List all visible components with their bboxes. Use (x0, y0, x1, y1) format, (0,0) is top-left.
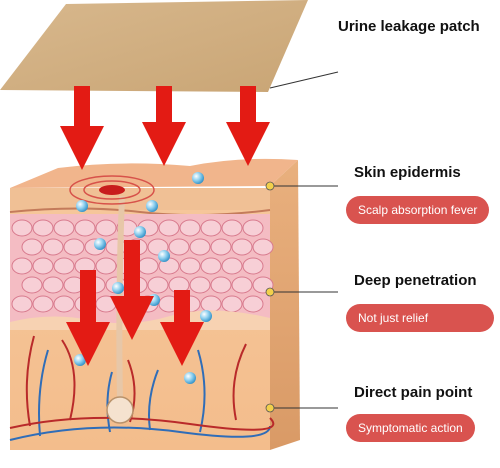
arrow-down (226, 86, 270, 166)
dermis-cell (32, 257, 54, 275)
dermis-cell (147, 276, 169, 294)
arrow-down (66, 270, 110, 366)
dermis-cell (32, 295, 54, 313)
dermis-cell (137, 257, 159, 275)
bubble (146, 200, 158, 212)
arrow-down (60, 86, 104, 170)
dermis-cell (231, 276, 253, 294)
patch (0, 0, 308, 92)
dermis-cell (53, 295, 75, 313)
arrow-down (142, 86, 186, 166)
dermis-cell (231, 238, 253, 256)
dermis-cell (11, 219, 33, 237)
skin-side-face (270, 160, 300, 450)
bubble (192, 172, 204, 184)
dermis-cell (221, 257, 243, 275)
label-urine-leakage-patch: Urine leakage patch (338, 18, 480, 35)
leader-dot (265, 287, 275, 297)
dermis-cell (168, 238, 190, 256)
dermis-cell (95, 257, 117, 275)
tag-symptomatic-action: Symptomatic action (346, 414, 475, 442)
arteries (9, 335, 275, 431)
dermis-cell (221, 219, 243, 237)
absorption-bubbles (74, 172, 212, 384)
leader-dot (265, 403, 275, 413)
dermis-cell (200, 219, 222, 237)
epidermis-band (10, 188, 270, 210)
dermis-cell (242, 219, 264, 237)
arrow-down (160, 290, 204, 366)
veins (9, 349, 271, 441)
dermis-cell (42, 238, 64, 256)
tag-not-just-relief: Not just relief (346, 304, 494, 332)
dermis-cell (21, 238, 43, 256)
dermis-cell (158, 219, 180, 237)
bubble (112, 282, 124, 294)
dermis-cell (221, 295, 243, 313)
bubble (74, 354, 86, 366)
dermis-cell (32, 219, 54, 237)
dermis-cell (189, 238, 211, 256)
arrows (60, 86, 270, 366)
target-rings (69, 175, 155, 205)
bubble (76, 200, 88, 212)
leader-lines (269, 71, 339, 409)
bubble (184, 372, 196, 384)
dermis-cell (63, 238, 85, 256)
tag-scalp-absorption-fever: Scalp absorption fever (346, 196, 490, 224)
dermis-cell (189, 276, 211, 294)
dermis-cell (11, 295, 33, 313)
dermis-cell (200, 257, 222, 275)
dermis-cell (242, 257, 264, 275)
dermis-cell (179, 219, 201, 237)
leader-dot (265, 181, 275, 191)
label-deep-penetration: Deep penetration (354, 272, 477, 289)
dermis-cell (21, 276, 43, 294)
dermis-cell (74, 219, 96, 237)
epidermis-line (9, 207, 271, 217)
dermis-cell (252, 238, 274, 256)
leader-dots (265, 181, 275, 413)
dermis-cell (95, 219, 117, 237)
dermis-cell (242, 295, 264, 313)
dermis-cell (11, 257, 33, 275)
bubble (94, 238, 106, 250)
arrow-down (110, 240, 154, 340)
gland-coil (106, 396, 134, 424)
dermis-cell (210, 238, 232, 256)
dermis-cell (53, 257, 75, 275)
label-skin-epidermis: Skin epidermis (354, 164, 461, 181)
skin-top-surface (10, 158, 298, 188)
bubble (200, 310, 212, 322)
dermis-cell (53, 219, 75, 237)
dermis-cell (210, 276, 232, 294)
dermis-cell (179, 257, 201, 275)
bubble (158, 250, 170, 262)
label-direct-pain-point: Direct pain point (354, 384, 473, 401)
dermis-cell (200, 295, 222, 313)
bubble (134, 226, 146, 238)
dermis-cell (42, 276, 64, 294)
